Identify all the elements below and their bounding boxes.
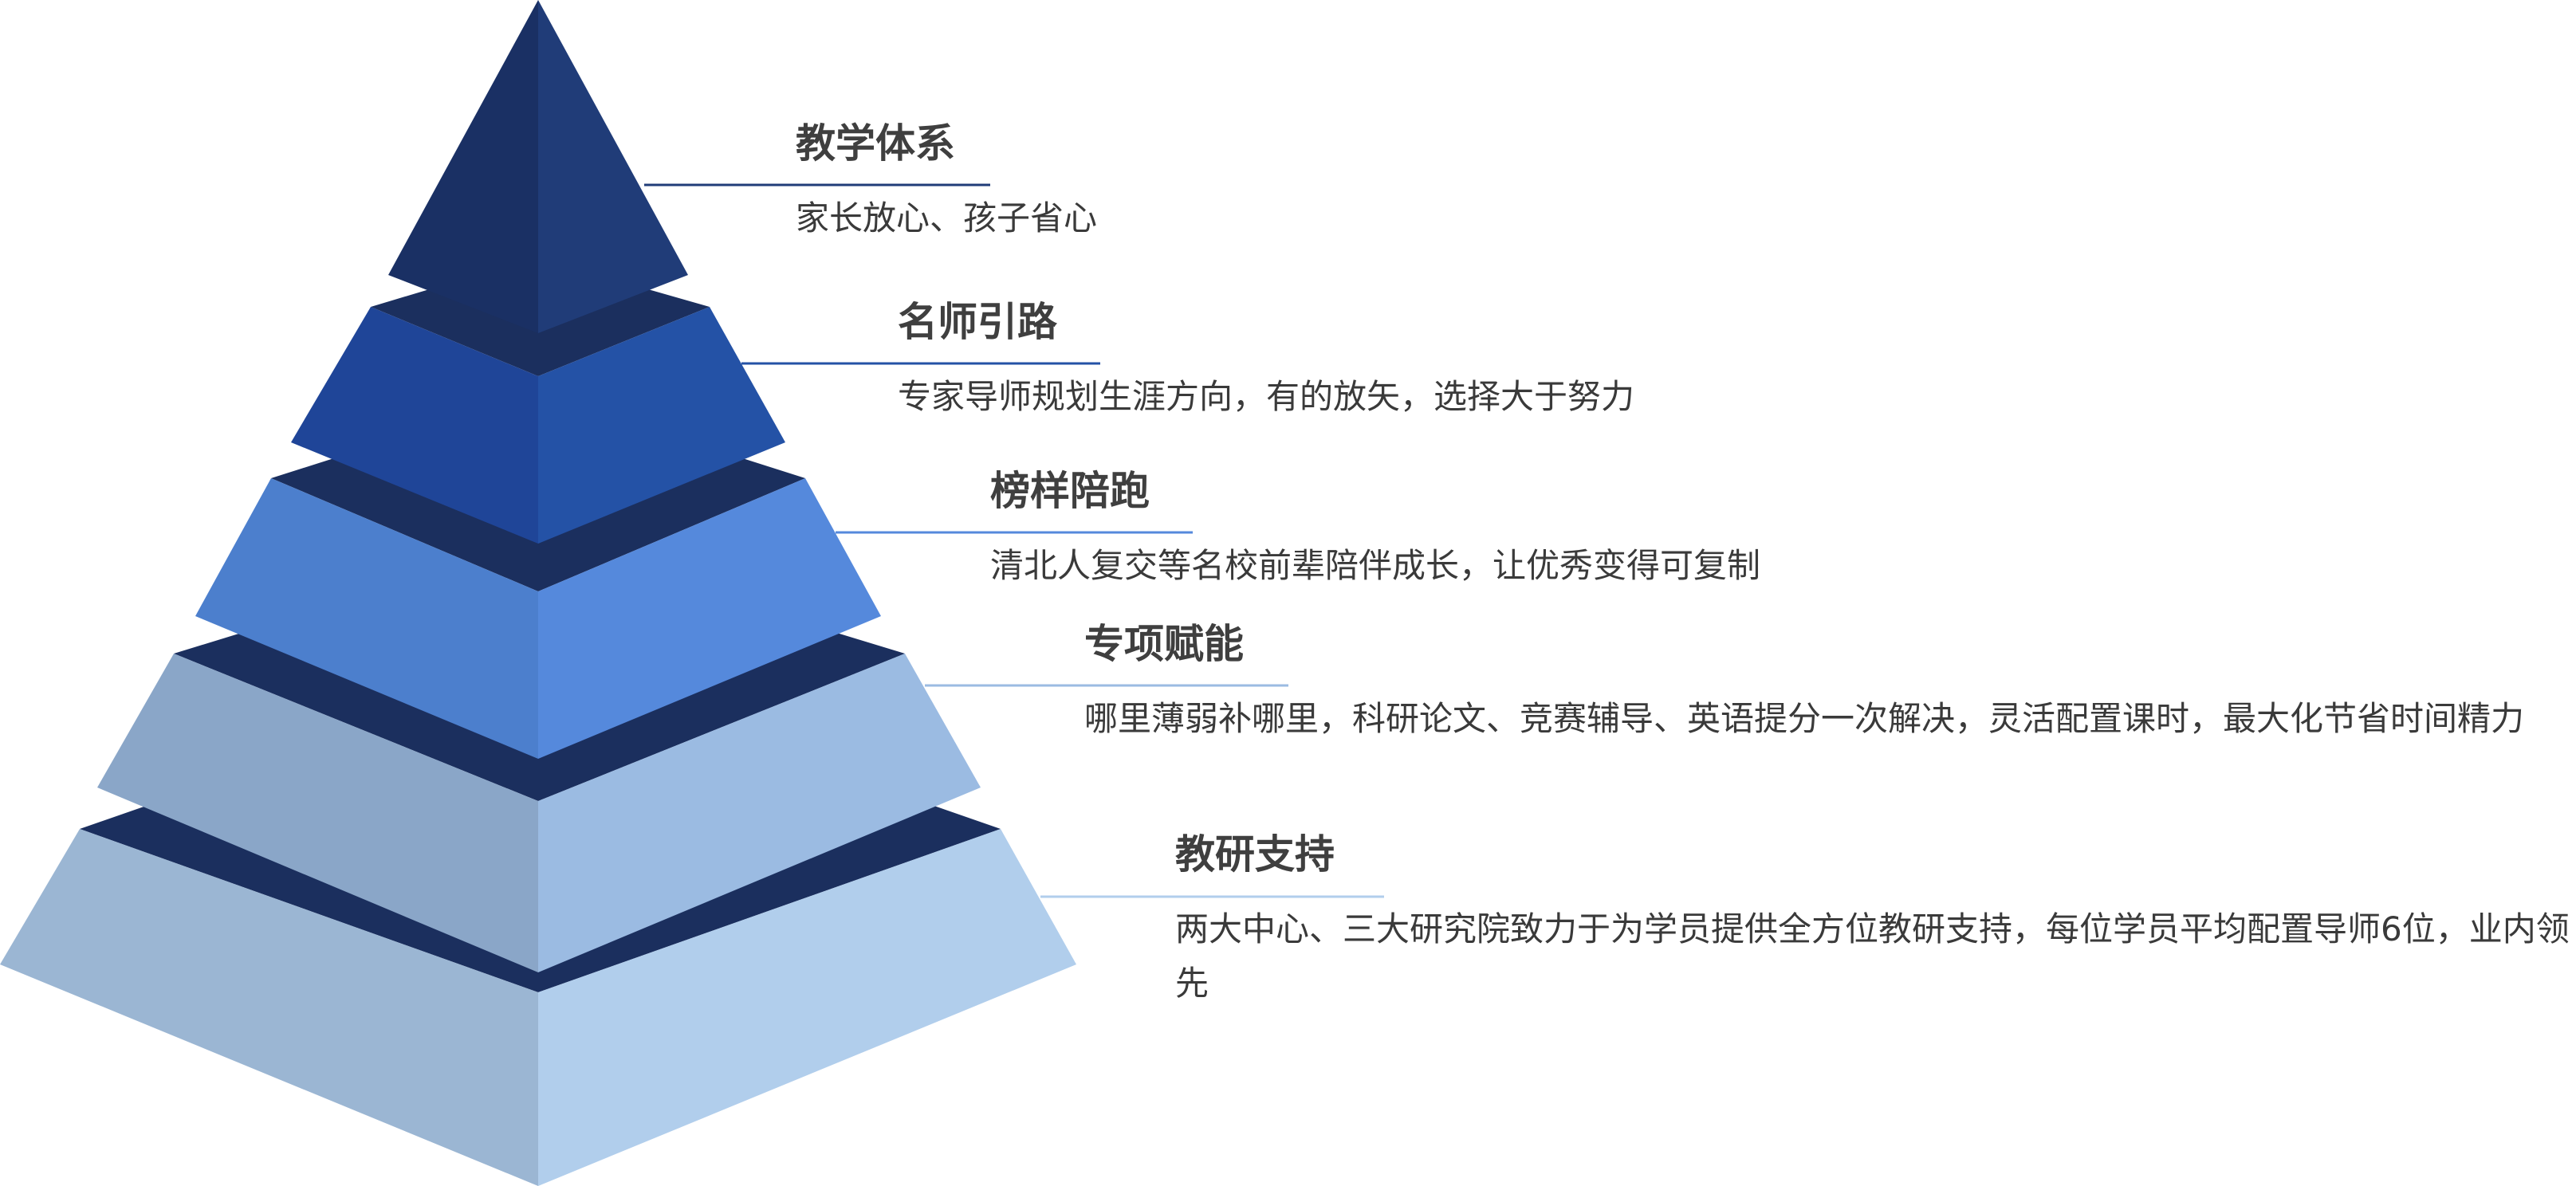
tier-5-top-band-right <box>538 797 1001 992</box>
tier-4-left-face <box>97 654 538 972</box>
tier-3-right-face <box>538 478 881 759</box>
tier-4-description: 哪里薄弱补哪里，科研论文、竞赛辅导、英语提分一次解决，灵活配置课时，最大化节省时… <box>1084 699 2525 738</box>
tier-1-text-block: 教学体系 家长放心、孩子省心 <box>796 120 1593 245</box>
tier-1-right-face <box>538 0 688 333</box>
tier-5-title: 教研支持 <box>1175 831 1335 878</box>
tier-4-right-face <box>538 654 981 972</box>
tier-2-right-face <box>538 307 785 544</box>
tier-1-description: 家长放心、孩子省心 <box>796 198 1098 238</box>
tier-4-top-band-right <box>538 626 905 801</box>
tier-3-top-band-right <box>538 450 805 591</box>
tier-5-description: 两大中心、三大研究院致力于为学员提供全方位教研支持，每位学员平均配置导师6位，业… <box>1175 909 2570 1003</box>
tier-4-top-band-left <box>174 626 538 801</box>
tier-3-text-block: 榜样陪跑 清北人复交等名校前辈陪伴成长，让优秀变得可复制 <box>990 467 2346 593</box>
tier-2-top-band-right <box>538 283 710 376</box>
tier-5-left-face <box>0 829 538 1186</box>
tier-3-top-band-left <box>271 450 538 591</box>
tier-5-text-block: 教研支持 两大中心、三大研究院致力于为学员提供全方位教研支持，每位学员平均配置导… <box>1175 831 2570 1011</box>
tier-1-title: 教学体系 <box>796 120 955 167</box>
tier-3-description: 清北人复交等名校前辈陪伴成长，让优秀变得可复制 <box>990 546 1761 585</box>
tier-4-title: 专项赋能 <box>1084 621 1244 667</box>
tier-5-right-face <box>538 829 1076 1186</box>
tier-2-left-face <box>291 307 538 544</box>
tier-5-top-band-left <box>80 797 538 992</box>
tier-2-description: 专家导师规划生涯方向，有的放矢，选择大于努力 <box>898 377 1635 416</box>
tier-3-left-face <box>195 478 538 759</box>
tier-2-title: 名师引路 <box>898 299 1057 345</box>
tier-4-text-block: 专项赋能 哪里薄弱补哪里，科研论文、竞赛辅导、英语提分一次解决，灵活配置课时，最… <box>1084 620 2567 746</box>
tier-1-left-face <box>388 0 538 333</box>
tier-2-top-band-left <box>371 283 538 376</box>
tier-3-title: 榜样陪跑 <box>990 468 1150 514</box>
tier-2-text-block: 名师引路 专家导师规划生涯方向，有的放矢，选择大于努力 <box>898 298 2173 424</box>
